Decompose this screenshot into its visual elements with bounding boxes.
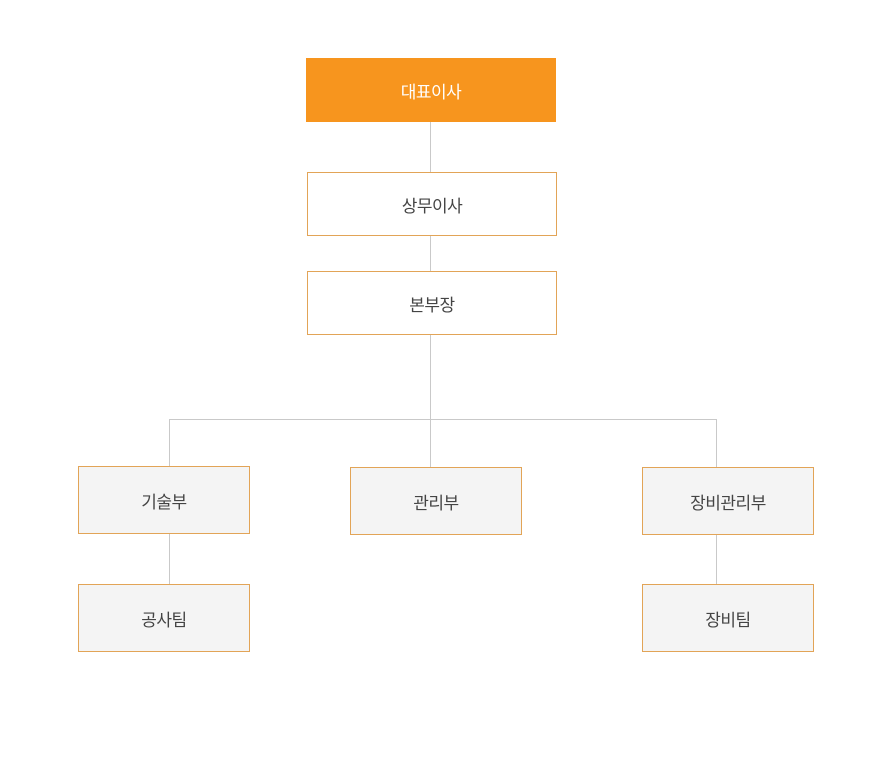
managing-director-node: 상무이사 (307, 172, 557, 236)
admin-dept-node: 관리부 (350, 467, 522, 535)
managing-director-label: 상무이사 (401, 196, 463, 217)
connector-to-equipment-dept (716, 419, 717, 467)
equipment-team-node: 장비팀 (642, 584, 814, 652)
equipment-team-label: 장비팀 (705, 610, 751, 631)
equipment-dept-label: 장비관리부 (690, 493, 766, 514)
connector-tech-dept-to-construction-team (169, 533, 170, 584)
connector-to-tech-dept (169, 419, 170, 466)
connector-managing-director-to-division-head (430, 235, 431, 271)
connector-equipment-dept-to-equipment-team (716, 534, 717, 584)
division-head-label: 본부장 (409, 295, 455, 316)
construction-team-node: 공사팀 (78, 584, 250, 652)
connector-division-head-trunk (430, 334, 431, 467)
ceo-label: 대표이사 (400, 82, 462, 103)
equipment-dept-node: 장비관리부 (642, 467, 814, 535)
admin-dept-label: 관리부 (413, 493, 459, 514)
construction-team-label: 공사팀 (141, 610, 187, 631)
division-head-node: 본부장 (307, 271, 557, 335)
tech-dept-node: 기술부 (78, 466, 250, 534)
tech-dept-label: 기술부 (141, 492, 187, 513)
ceo-node: 대표이사 (306, 58, 556, 122)
connector-department-bus (169, 419, 717, 420)
connector-ceo-to-managing-director (430, 121, 431, 172)
